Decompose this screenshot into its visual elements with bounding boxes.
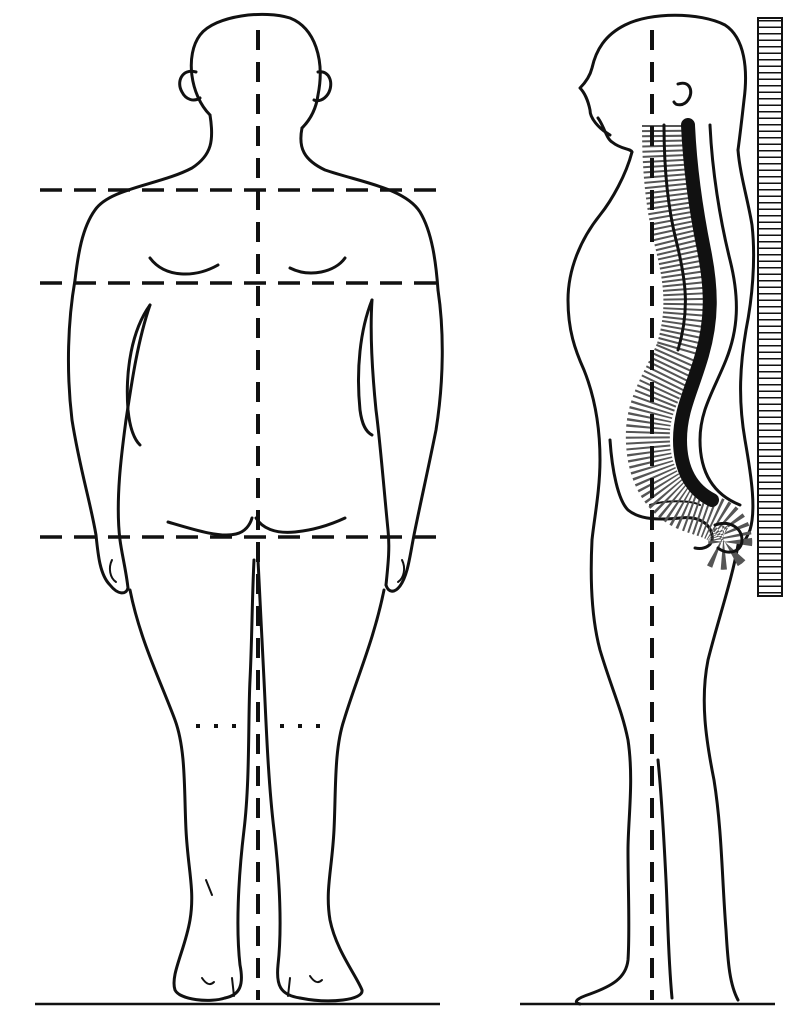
posterior-left-arm bbox=[68, 280, 128, 593]
posterior-horizontal-guides bbox=[40, 190, 445, 726]
posterior-left-ankle bbox=[202, 978, 214, 984]
posterior-right-toe-mark bbox=[288, 978, 290, 996]
posterior-left-scapula bbox=[150, 258, 218, 274]
lateral-calf-line bbox=[658, 760, 672, 998]
posterior-left-heel bbox=[206, 880, 212, 895]
posterior-right-ankle bbox=[310, 976, 322, 982]
posterior-gluteal-fold-left bbox=[168, 518, 252, 535]
posterior-right-scapula bbox=[290, 258, 345, 273]
posterior-right-shoulder bbox=[301, 128, 438, 290]
posterior-left-armpit bbox=[127, 305, 150, 445]
lateral-ear bbox=[674, 83, 691, 105]
lateral-back-contour bbox=[738, 150, 754, 545]
posterior-right-leg-inner bbox=[258, 560, 300, 998]
posterior-gluteal-fold-right bbox=[256, 518, 345, 532]
posterior-standing-figure-icon bbox=[68, 14, 442, 1000]
posterior-left-shoulder bbox=[75, 115, 212, 280]
posterior-left-arm-inner bbox=[118, 305, 150, 588]
lateral-spine bbox=[648, 125, 742, 552]
posterior-left-leg-inner bbox=[225, 560, 254, 998]
lateral-wall-ruler bbox=[758, 18, 782, 596]
posterior-left-toe-mark bbox=[232, 978, 234, 996]
posterior-right-leg-outer bbox=[300, 590, 384, 1001]
lateral-back-leg bbox=[704, 545, 738, 1000]
lateral-front-neck-chest bbox=[568, 152, 632, 540]
posterior-right-arm bbox=[386, 290, 442, 591]
lateral-front-leg bbox=[576, 540, 630, 1004]
posterior-right-arm-inner bbox=[371, 300, 389, 585]
posterior-left-leg-outer bbox=[130, 590, 225, 1000]
posterior-head bbox=[191, 14, 320, 128]
posterior-left-thumb bbox=[110, 560, 116, 582]
lateral-chin bbox=[598, 118, 632, 152]
